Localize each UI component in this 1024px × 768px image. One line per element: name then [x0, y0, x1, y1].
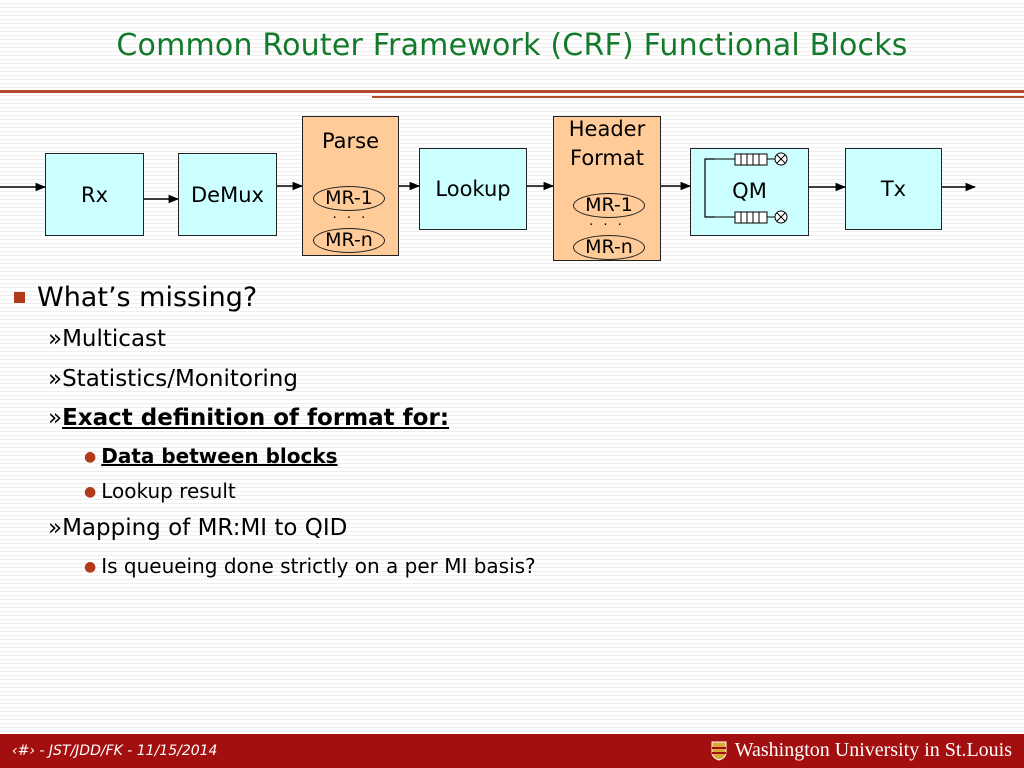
bullet-l1-whats-missing: What’s missing? — [14, 282, 257, 313]
shield-icon — [711, 741, 727, 761]
block-lookup: Lookup — [419, 148, 527, 230]
parse-dots: · · · — [332, 211, 369, 226]
diagram-arrows — [0, 181, 977, 204]
header-mr-first: MR-1 — [573, 193, 645, 218]
block-parse: Parse MR-1 · · · MR-n — [302, 116, 399, 256]
bullet-l2-multicast: »Multicast — [48, 326, 166, 352]
parse-mr-first: MR-1 — [313, 186, 385, 211]
bullet-text: Lookup result — [101, 479, 236, 503]
bullet-text: What’s missing? — [37, 282, 258, 313]
queue-bottom — [734, 211, 768, 224]
chevron-bullet-icon: » — [48, 366, 63, 392]
bullet-l3-queueing: ●Is queueing done strictly on a per MI b… — [84, 554, 536, 578]
bullet-text: Data between blocks — [101, 444, 338, 468]
university-logo: Washington University in St.Louis — [711, 739, 1012, 762]
chevron-bullet-icon: » — [48, 515, 63, 541]
block-header-format-line1: Header — [568, 117, 646, 141]
bullet-l2-statistics: »Statistics/Monitoring — [48, 366, 298, 392]
dot-bullet-icon: ● — [84, 484, 97, 500]
block-tx-label: Tx — [880, 177, 907, 201]
parse-mr-last: MR-n — [313, 228, 385, 253]
block-rx: Rx — [45, 153, 144, 236]
footer-bar: ‹#› - JST/JDD/FK - 11/15/2014 Washington… — [0, 734, 1024, 768]
dot-bullet-icon: ● — [84, 449, 97, 465]
block-rx-label: Rx — [80, 183, 109, 207]
title-rule-bottom — [372, 96, 1024, 98]
header-mr-last: MR-n — [573, 235, 645, 260]
dot-bullet-icon: ● — [84, 559, 97, 575]
slide-title: Common Router Framework (CRF) Functional… — [116, 28, 908, 63]
bullet-l3-lookup-result: ●Lookup result — [84, 479, 236, 503]
bullet-text: Statistics/Monitoring — [62, 366, 298, 392]
bullet-l2-mapping: »Mapping of MR:MI to QID — [48, 515, 347, 541]
bullet-text: Mapping of MR:MI to QID — [62, 515, 348, 541]
block-parse-label: Parse — [321, 129, 380, 153]
chevron-bullet-icon: » — [48, 326, 63, 352]
bullet-l3-data-between-blocks: ●Data between blocks — [84, 444, 338, 468]
block-qm: QM — [690, 148, 809, 236]
bullet-text: Exact definition of format for: — [62, 405, 450, 431]
footer-text: ‹#› - JST/JDD/FK - 11/15/2014 — [12, 743, 218, 759]
block-qm-label: QM — [732, 179, 767, 203]
block-tx: Tx — [845, 148, 942, 230]
bullet-l2-exact-definition: »Exact definition of format for: — [48, 405, 449, 431]
header-dots: · · · — [589, 218, 625, 233]
title-rule-top — [0, 90, 1024, 93]
square-bullet-icon — [14, 292, 25, 303]
chevron-bullet-icon: » — [48, 405, 63, 431]
block-demux: DeMux — [178, 153, 277, 236]
block-header-format: Header Format MR-1 · · · MR-n — [553, 116, 661, 261]
queue-top — [734, 153, 768, 166]
university-logo-text: Washington University in St.Louis — [734, 739, 1012, 761]
queue-manager-icon — [704, 152, 788, 224]
bullet-text: Multicast — [62, 326, 167, 352]
block-lookup-label: Lookup — [435, 177, 511, 201]
bullet-text: Is queueing done strictly on a per MI ba… — [101, 554, 536, 578]
block-header-format-line2: Format — [569, 146, 644, 170]
block-demux-label: DeMux — [191, 183, 264, 207]
